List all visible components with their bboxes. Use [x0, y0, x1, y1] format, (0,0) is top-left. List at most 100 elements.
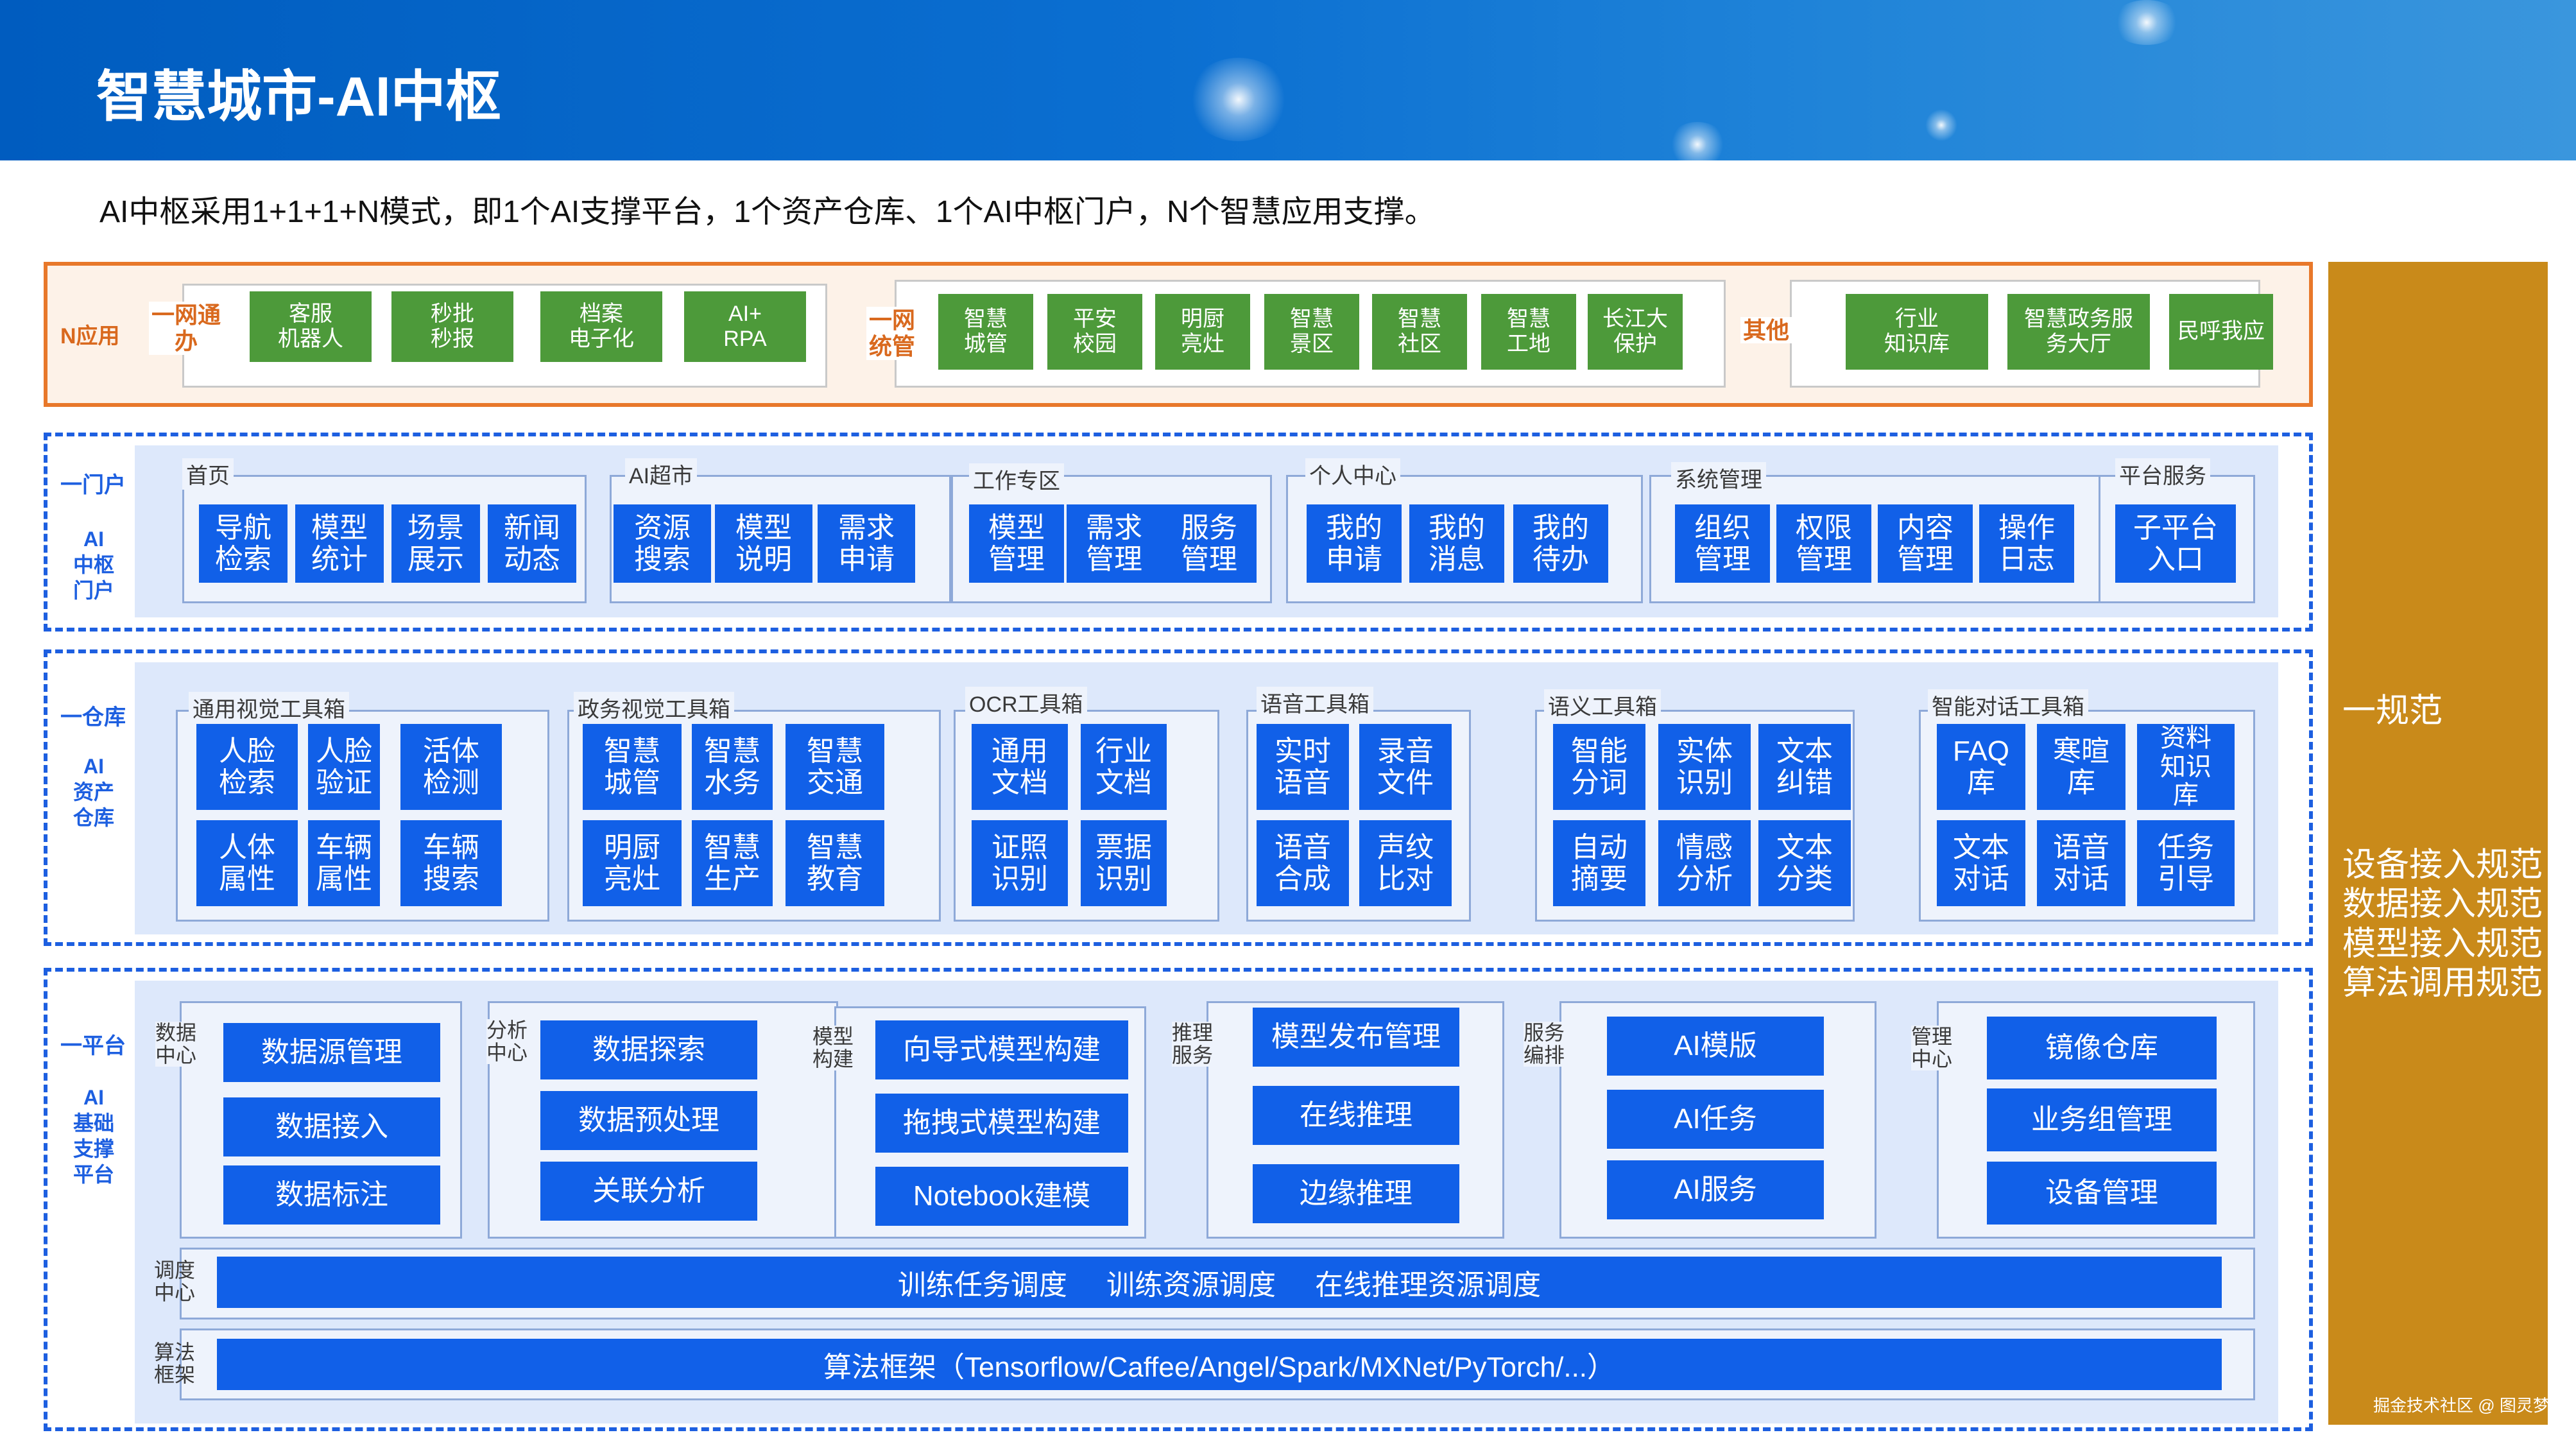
light-glow-decoration [2111, 0, 2182, 45]
portal-button[interactable]: 需求 管理 [1067, 504, 1162, 583]
portal-button[interactable]: 组织 管理 [1675, 504, 1770, 583]
toolbox-button[interactable]: 智慧 生产 [692, 820, 773, 906]
toolbox-button[interactable]: 人体 属性 [196, 820, 298, 906]
algorithm-framework-bar[interactable]: 算法框架（Tensorflow/Caffee/Angel/Spark/MXNet… [217, 1339, 2222, 1390]
app-tile[interactable]: AI+ RPA [684, 291, 806, 362]
toolbox-button[interactable]: 声纹 比对 [1359, 820, 1452, 906]
toolbox-button[interactable]: 车辆 属性 [308, 820, 380, 906]
portal-button[interactable]: 内容 管理 [1878, 504, 1973, 583]
n-app-layer: N应用 一网通 办 客服 机器人 秒批 秒报 档案 电子化 AI+ RPA 一网… [44, 262, 2313, 407]
toolbox-button[interactable]: 自动 摘要 [1553, 820, 1645, 906]
platform-button[interactable]: AI任务 [1607, 1090, 1824, 1149]
app-tile[interactable]: 客服 机器人 [250, 291, 372, 362]
toolbox-button[interactable]: 智慧 教育 [786, 820, 884, 906]
platform-button[interactable]: 数据探索 [540, 1020, 757, 1079]
group-speech-title: 语音工具箱 [1257, 687, 1373, 718]
toolbox-button[interactable]: 实时 语音 [1257, 724, 1349, 810]
platform-sublabel: AI 基础 支撑 平台 [73, 1086, 115, 1186]
toolbox-button[interactable]: 情感 分析 [1658, 820, 1751, 906]
portal-button[interactable]: 模型 统计 [295, 504, 384, 583]
portal-button[interactable]: 服务 管理 [1162, 504, 1257, 583]
toolbox-button[interactable]: 活体 检测 [400, 724, 502, 810]
portal-button[interactable]: 子平台 入口 [2115, 504, 2236, 583]
toolbox-button[interactable]: 票据 识别 [1081, 820, 1167, 906]
platform-button[interactable]: 向导式模型构建 [875, 1020, 1128, 1079]
toolbox-button[interactable]: FAQ 库 [1937, 724, 2025, 810]
portal-button[interactable]: 模型 管理 [969, 504, 1064, 583]
portal-button[interactable]: 我的 申请 [1307, 504, 1402, 583]
app-tile[interactable]: 档案 电子化 [540, 291, 662, 362]
app-tile[interactable]: 智慧 城管 [938, 294, 1033, 370]
toolbox-button[interactable]: 文本 对话 [1937, 820, 2025, 906]
platform-button[interactable]: 业务组管理 [1987, 1088, 2217, 1151]
group-management-center-title: 管理 中心 [1911, 1025, 1953, 1071]
watermark: 掘金技术社区 @ 图灵梦 [2373, 1396, 2550, 1415]
portal-button[interactable]: 导航 检索 [199, 504, 288, 583]
toolbox-button[interactable]: 明厨 亮灶 [583, 820, 682, 906]
platform-button[interactable]: 数据接入 [223, 1097, 440, 1156]
platform-button[interactable]: 拖拽式模型构建 [875, 1094, 1128, 1153]
toolbox-button[interactable]: 智能 分词 [1553, 724, 1645, 810]
app-tile[interactable]: 智慧 社区 [1372, 294, 1467, 370]
platform-button[interactable]: 边缘推理 [1253, 1164, 1459, 1223]
toolbox-button[interactable]: 人脸 检索 [196, 724, 298, 810]
app-tile[interactable]: 民呼我应 [2169, 294, 2273, 370]
toolbox-button[interactable]: 资料 知识 库 [2137, 724, 2235, 810]
portal-button[interactable]: 权限 管理 [1776, 504, 1871, 583]
platform-button[interactable]: 镜像仓库 [1987, 1017, 2217, 1079]
toolbox-button[interactable]: 智慧 水务 [692, 724, 773, 810]
group-personal-center-title: 个人中心 [1305, 458, 1400, 490]
toolbox-button[interactable]: 行业 文档 [1081, 724, 1167, 810]
toolbox-button[interactable]: 人脸 验证 [308, 724, 380, 810]
group-analysis-center-title: 分析 中心 [486, 1019, 528, 1065]
portal-button[interactable]: 新闻 动态 [488, 504, 576, 583]
header-banner: 智慧城市-AI中枢 [0, 0, 2576, 160]
scheduling-center-bar[interactable]: 训练任务调度 训练资源调度 在线推理资源调度 [217, 1257, 2222, 1308]
platform-button[interactable]: 数据预处理 [540, 1091, 757, 1150]
group-data-center-title: 数据 中心 [155, 1021, 197, 1067]
toolbox-button[interactable]: 车辆 搜索 [400, 820, 502, 906]
group-inference-service-title: 推理 服务 [1172, 1021, 1214, 1067]
toolbox-button[interactable]: 语音 对话 [2037, 820, 2125, 906]
platform-button[interactable]: AI模版 [1607, 1017, 1824, 1076]
toolbox-button[interactable]: 语音 合成 [1257, 820, 1349, 906]
toolbox-button[interactable]: 智慧 城管 [583, 724, 682, 810]
app-tile[interactable]: 智慧 工地 [1481, 294, 1576, 370]
platform-button[interactable]: 数据源管理 [223, 1023, 440, 1082]
platform-button[interactable]: 模型发布管理 [1253, 1008, 1459, 1067]
platform-button[interactable]: 在线推理 [1253, 1086, 1459, 1145]
toolbox-button[interactable]: 文本 分类 [1758, 820, 1851, 906]
app-tile[interactable]: 长江大 保护 [1588, 294, 1683, 370]
toolbox-button[interactable]: 通用 文档 [972, 724, 1068, 810]
toolbox-button[interactable]: 文本 纠错 [1758, 724, 1851, 810]
app-tile[interactable]: 明厨 亮灶 [1155, 294, 1250, 370]
platform-button[interactable]: 设备管理 [1987, 1162, 2217, 1225]
toolbox-button[interactable]: 实体 识别 [1658, 724, 1751, 810]
toolbox-button[interactable]: 证照 识别 [972, 820, 1068, 906]
toolbox-button[interactable]: 寒暄 库 [2037, 724, 2125, 810]
page-title: 智慧城市-AI中枢 [96, 66, 501, 128]
toolbox-button[interactable]: 任务 引导 [2137, 820, 2235, 906]
app-tile[interactable]: 平安 校园 [1047, 294, 1142, 370]
toolbox-button[interactable]: 智慧 交通 [786, 724, 884, 810]
portal-button[interactable]: 操作 日志 [1979, 504, 2074, 583]
portal-button[interactable]: 场景 展示 [391, 504, 480, 583]
platform-button[interactable]: 数据标注 [223, 1165, 440, 1225]
app-tile[interactable]: 秒批 秒报 [391, 291, 513, 362]
app-tile[interactable]: 智慧 景区 [1264, 294, 1359, 370]
app-tile[interactable]: 智慧政务服 务大厅 [2007, 294, 2150, 370]
portal-button[interactable]: 我的 消息 [1409, 504, 1504, 583]
warehouse-sublabel: AI 资产 仓库 [73, 755, 115, 829]
platform-button[interactable]: AI服务 [1607, 1160, 1824, 1219]
portal-button[interactable]: 我的 待办 [1513, 504, 1608, 583]
portal-button[interactable]: 模型 说明 [715, 504, 812, 583]
platform-button[interactable]: 关联分析 [540, 1162, 757, 1221]
toolbox-button[interactable]: 录音 文件 [1359, 724, 1452, 810]
platform-layer: 一平台 AI 基础 支撑 平台 数据 中心 数据源管理 数据接入 数据标注 分析… [44, 968, 2313, 1431]
norms-title: 一规范 [2342, 692, 2443, 730]
app-tile[interactable]: 行业 知识库 [1846, 294, 1988, 370]
portal-button[interactable]: 资源 搜索 [614, 504, 711, 583]
portal-button[interactable]: 需求 申请 [818, 504, 915, 583]
group-system-management-title: 系统管理 [1671, 462, 1766, 494]
platform-button[interactable]: Notebook建模 [875, 1167, 1128, 1226]
